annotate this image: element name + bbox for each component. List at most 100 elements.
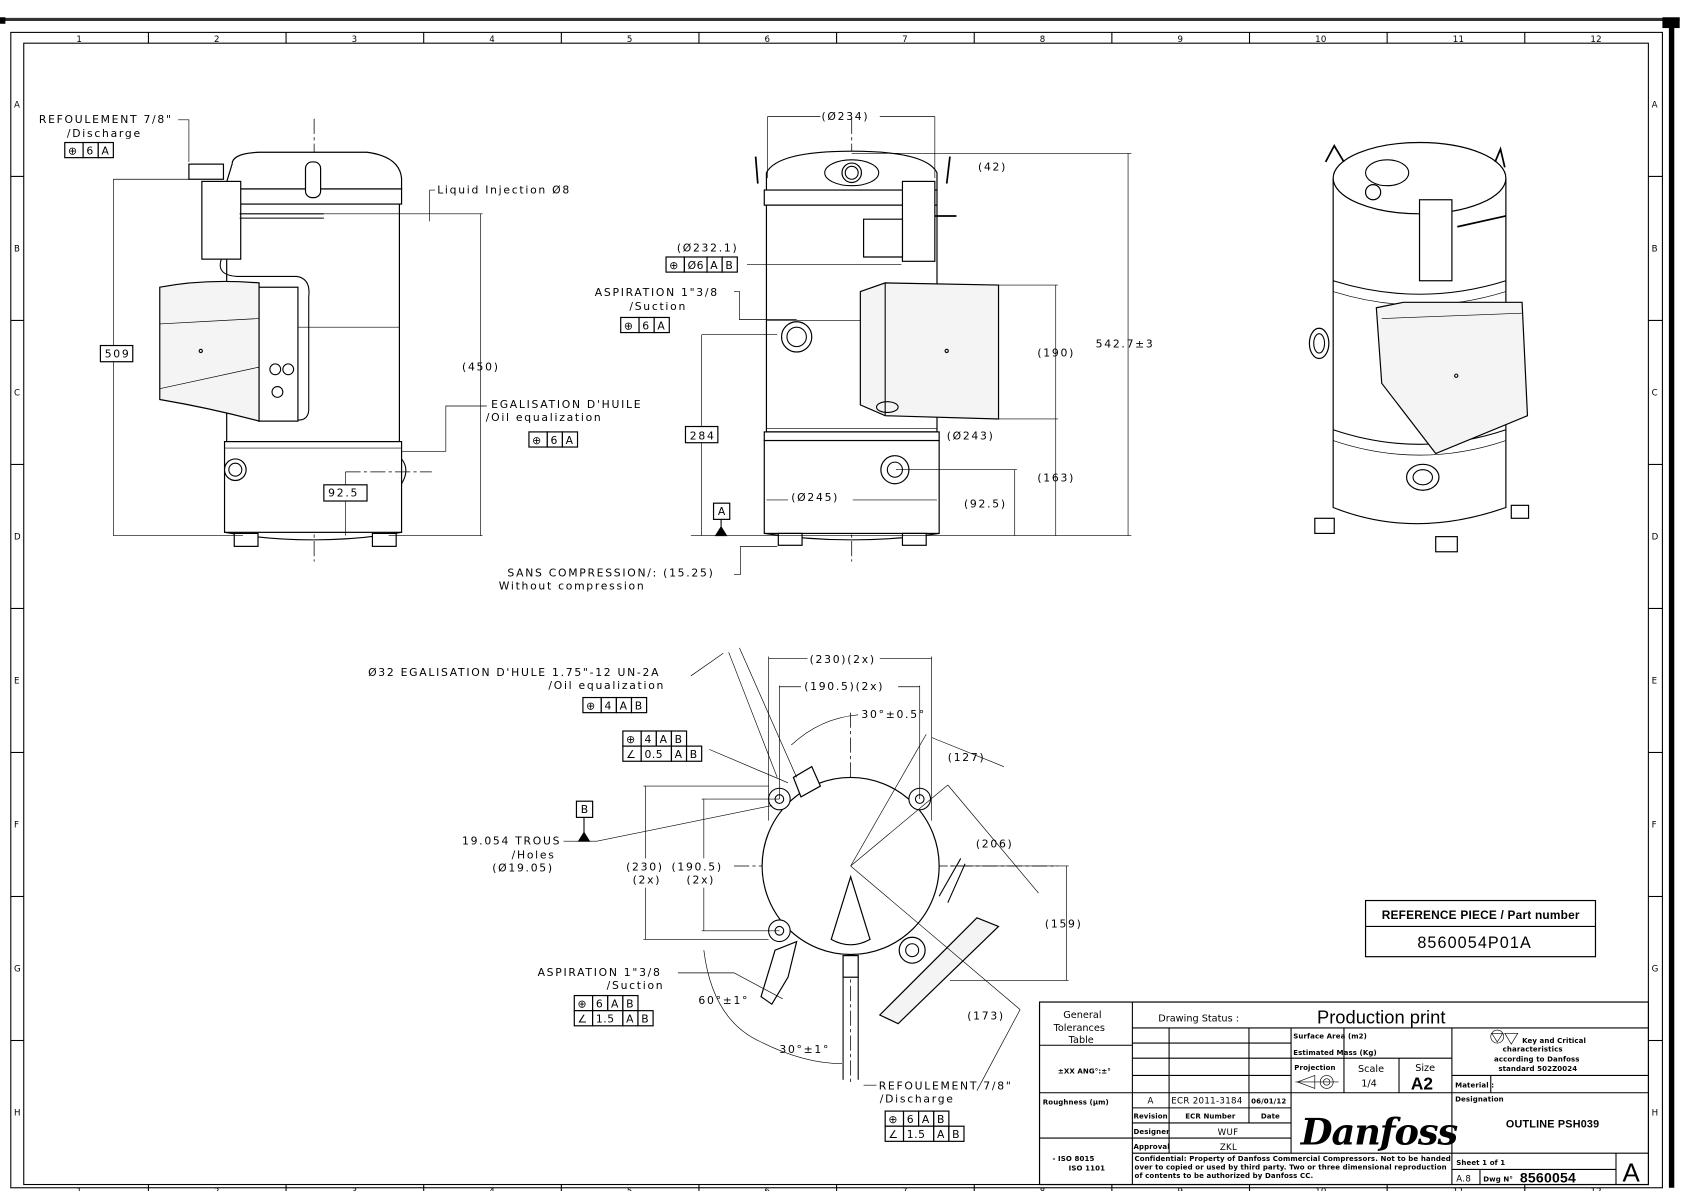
confidential-3: of contents to be authorized by Danfoss … [1135,1171,1314,1180]
datum-a: A [718,505,727,518]
top-suction-sub: /Suction [607,979,665,992]
position-icon: ⊕ [626,733,636,746]
side-discharge-label: REFOULEMENT 7/8" [39,113,173,126]
holes-label: 19.054 TROUS [462,834,561,847]
ecr-number: ECR 2011-3184 [1171,1097,1242,1107]
column-label: 8 [1040,1187,1046,1191]
surface-area: Surface Area (m2) [1293,1032,1367,1041]
row-label: F [14,821,19,831]
top-oil-sub: /Oil equalization [548,679,665,692]
column-label: 5 [627,1187,633,1191]
fcf-value: B [641,1013,649,1026]
v-230: (230) [626,860,664,873]
foot [1314,517,1335,535]
angularity-icon: ∠ [888,1128,898,1141]
fcf-value: 0.5 [644,748,663,761]
no-compression-label: SANS COMPRESSION/: (15.25) [507,567,714,580]
column-label: 10 [1315,1187,1327,1191]
dim-284: 284 [690,429,716,442]
column-label: 12 [1590,1187,1602,1191]
row-label: A [1652,101,1658,111]
row-label: A [14,101,20,111]
column-label: 8 [1040,35,1046,45]
fcf-value: A [611,997,619,1010]
row-label: B [1652,245,1658,255]
fcf-cell [721,256,738,273]
foot [233,532,259,547]
revision: A [1147,1097,1153,1107]
fcf-value: B [725,259,733,272]
dim-92-5b: (92.5) [964,497,1007,510]
column-label: 3 [352,1187,358,1191]
column-label: 6 [765,35,771,45]
angularity-icon: ∠ [626,748,636,761]
reference-title: REFERENCE PIECE / Part number [1382,908,1580,922]
column-label: 5 [627,35,633,45]
iso-2: ISO 1101 [1069,1163,1105,1172]
fcf-cell [630,696,648,714]
fcf-value: 6 [596,997,603,1010]
fcf-cell [637,1010,654,1027]
no-compression-sub: Without compression [499,580,646,593]
fcf-value: A [922,1113,930,1126]
column-label: 2 [214,1187,220,1191]
part-number: 8560054P01A [1417,934,1531,952]
fcf-value: A [675,748,683,761]
row-label: E [1652,677,1658,687]
fcf-value: A [620,699,628,712]
fcf-value: 6 [86,144,93,157]
row-label: C [1652,389,1658,399]
isometric-view [1308,141,1530,553]
row-label: F [1652,821,1657,831]
side-view: 509 (450) REFOULEMENT 7/8" /Discharge ⊕6… [39,113,642,562]
side-oil-label: EGALISATION D'HUILE [491,398,642,411]
terminal-box [859,282,1000,420]
row-label: G [14,965,21,975]
dim-190-2x: (190.5)(2x) [804,680,884,693]
column-label: 1 [76,35,82,45]
key-note-4: standard 502Z0024 [1498,1064,1577,1073]
drawing-frame: 112233445566778899101011111212AABBCCDDEE… [0,17,1680,1191]
foot [371,532,397,547]
title-block: General Tolerances Table ±XX ANG°:±° Rou… [1038,1001,1649,1187]
lifting-lug [304,161,322,199]
dim-450: (450) [462,360,500,373]
roughness-label: Roughness (µm) [1043,1098,1109,1107]
tol-values: ±XX ANG°:±° [1058,1066,1111,1075]
fcf-value: A [566,434,574,447]
position-icon: ⊕ [888,1113,898,1126]
fcf-value: B [937,1113,945,1126]
column-label: 7 [902,1187,908,1191]
column-label: 12 [1590,35,1602,45]
approval-label: Approval [1133,1142,1169,1151]
scale-label: Scale [1358,1064,1384,1075]
fcf-value: A [657,319,665,332]
dim-92-5: 92.5 [328,487,359,500]
angle-60: 60°±1° [698,994,749,1007]
fcf-cell [685,745,703,762]
top-view: (230)(2x) (190.5)(2x) 30°±0.5° (127) (20… [368,647,1083,1142]
dim-206: (206) [976,838,1014,851]
discharge-block [1418,199,1453,282]
angularity-icon: ∠ [578,1013,588,1026]
row-label: H [14,1109,21,1119]
row-label: G [1652,965,1659,975]
oil-port [223,458,247,482]
position-icon: ⊕ [624,319,634,332]
dim-190: (190) [1037,346,1075,359]
datum-b: B [581,803,590,816]
designer-label: Designer [1133,1127,1170,1136]
ecr-label: ECR Number [1185,1112,1236,1121]
fcf-value: B [675,733,683,746]
dim-159: (159) [1045,918,1083,931]
reference-piece-box: REFERENCE PIECE / Part number 8560054P01… [1364,899,1597,958]
confidential-2: over to copied or used by third party. T… [1135,1162,1447,1171]
size-label: Size [1415,1063,1435,1074]
revision-label: Revision [1133,1112,1167,1121]
projection-label: Projection [1294,1063,1335,1072]
